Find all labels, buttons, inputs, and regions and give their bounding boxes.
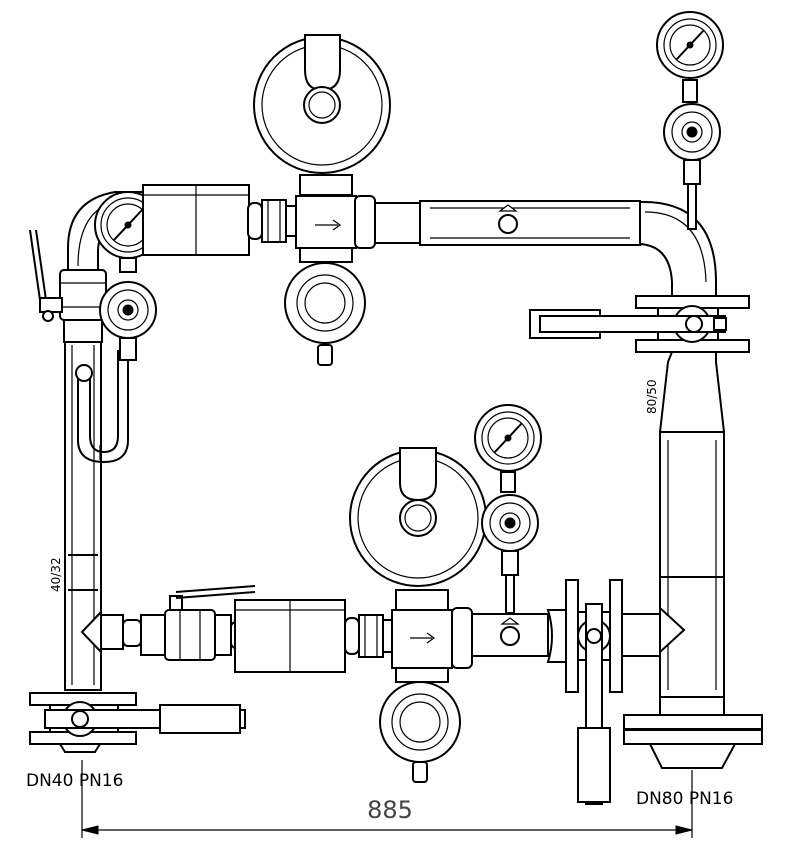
u-tube-manometer (75, 350, 129, 464)
overall-dimension-line (81, 760, 693, 838)
lower-horizontal-pipe (471, 579, 661, 805)
lower-pressure-gauge (474, 404, 542, 614)
right-upper-gauge (656, 11, 724, 230)
left-pipe-size-label: 40/32 (49, 557, 63, 592)
right-connection-label: DN80 PN16 (636, 789, 733, 809)
right-pipe-size-label: 80/50 (645, 379, 659, 414)
left-connection-label: DN40 PN16 (26, 771, 123, 791)
overall-dimension-label: 885 (367, 796, 413, 824)
upper-horizontal-pipe (374, 200, 641, 246)
lower-filter-housing (234, 599, 396, 673)
upper-regulator (253, 34, 391, 366)
left-lower-flange (29, 692, 246, 753)
lower-regulator (349, 447, 487, 783)
lower-inlet-nozzle (80, 609, 124, 655)
lower-ball-valve (122, 585, 256, 661)
upper-filter-housing (142, 184, 299, 256)
right-riser-pipe (623, 351, 763, 769)
right-upper-flange (529, 295, 750, 353)
upper-right-elbow (639, 200, 717, 296)
